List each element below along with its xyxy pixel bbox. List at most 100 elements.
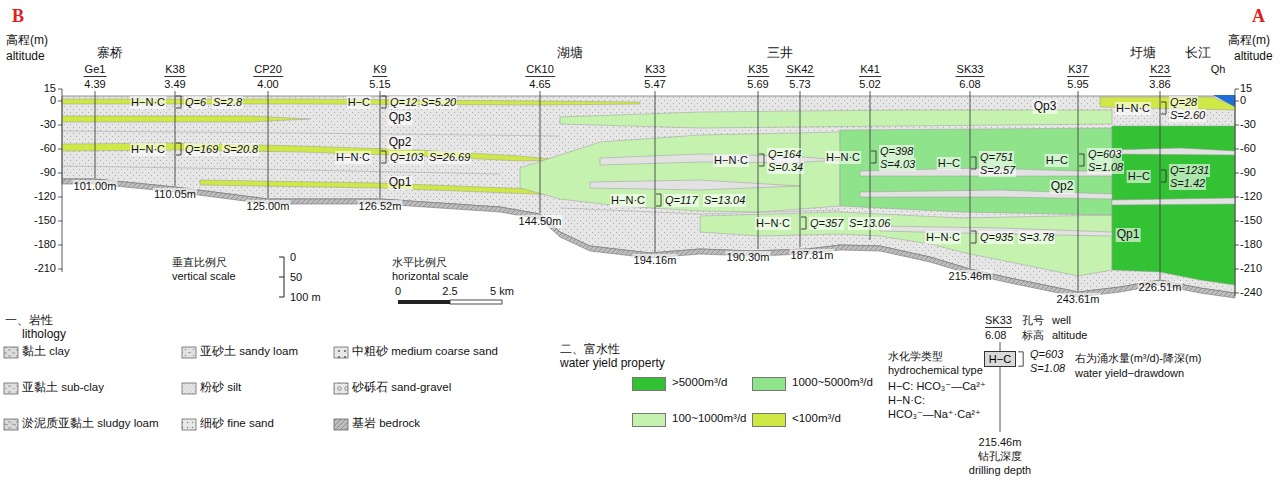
key-text: H−C: HCO₃⁻—Ca²⁺ <box>888 380 986 393</box>
axis-tick: -30 <box>1240 118 1256 131</box>
axis-tick: 0 <box>50 94 56 107</box>
axis-tick-mark <box>58 197 62 198</box>
stratum-label: Qp3 <box>388 111 413 125</box>
well-elevation: 5.73 <box>789 78 810 91</box>
axis-tick: -60 <box>1240 142 1256 155</box>
screen-bracket <box>971 157 976 169</box>
lithology-swatch <box>334 383 348 394</box>
key-text: 孔号 <box>1022 314 1044 327</box>
axis-tick: -240 <box>1240 286 1262 299</box>
key-text: 标高 <box>1022 329 1044 342</box>
water-yield-drawdown: S=1.08 <box>1087 161 1124 174</box>
well-name: CP20 <box>253 63 283 77</box>
key-text: SK33 <box>985 314 1012 328</box>
axis-tick: -150 <box>1240 214 1262 227</box>
well-name: K37 <box>1067 63 1089 77</box>
well-line <box>655 91 656 252</box>
layer-line <box>62 131 560 136</box>
scale-label: 垂直比例尺 <box>172 256 227 269</box>
axis-tick: -120 <box>1240 190 1262 203</box>
axis-tick-mark <box>58 149 62 150</box>
water-yield-drawdown: S=2.60 <box>1169 109 1206 122</box>
axis-tick-mark <box>58 221 62 222</box>
layer-line <box>62 166 500 174</box>
clay-lens <box>1112 198 1235 205</box>
legend-swatch <box>632 377 666 391</box>
stratum-label: Qp3 <box>1033 100 1058 114</box>
screen-bracket <box>1161 102 1166 114</box>
water-yield-drawdown: Q=6 <box>184 96 207 109</box>
place-name: 长江 <box>1185 46 1211 61</box>
legend-heading: water yield property <box>560 357 665 371</box>
hydrochemical-type: H−N·C <box>610 194 646 207</box>
legend-text: 黏土 clay <box>22 345 70 359</box>
drilling-depth: 101.00m <box>73 180 118 193</box>
stratum-label: Qp2 <box>388 136 413 150</box>
water-yield-drawdown: Q=603 <box>1087 148 1122 161</box>
stratum-label: Qp2 <box>1050 180 1075 194</box>
water-yield-drawdown: S=2.57 <box>979 164 1016 177</box>
aquifer-body <box>700 212 1112 276</box>
drilling-depth: 144.50m <box>518 215 563 228</box>
axis-tick: -150 <box>34 214 56 227</box>
well-elevation: 4.65 <box>529 78 550 91</box>
legend-heading: 一、岩性 <box>5 314 53 328</box>
well-name: K9 <box>372 63 387 77</box>
box-text: H−C <box>989 352 1011 366</box>
key-text: 水化学类型 <box>888 350 943 363</box>
axis-tick-mark <box>1235 101 1239 102</box>
water-yield-drawdown: S=3.78 <box>1018 231 1055 244</box>
screen-bracket <box>759 154 764 166</box>
water-yield-drawdown: S=0.34 <box>767 161 804 174</box>
water-yield-drawdown: S=13.04 <box>703 194 746 207</box>
aquifer-body <box>560 110 1112 128</box>
river-symbol <box>1213 95 1235 107</box>
axis-tick: -60 <box>40 142 56 155</box>
water-yield-drawdown: Q=935 <box>979 231 1014 244</box>
well-name: CK10 <box>525 63 555 77</box>
well-elevation: 4.00 <box>257 78 278 91</box>
scale-bar <box>450 300 502 304</box>
screen-bracket <box>381 151 386 163</box>
lithology-swatch <box>334 347 348 358</box>
scale-label: 0 <box>290 251 296 264</box>
well-elevation: 5.15 <box>369 78 390 91</box>
drilling-depth: 110.05m <box>153 188 197 201</box>
water-yield-drawdown: S=20.8 <box>222 143 259 156</box>
axis-line <box>62 89 63 272</box>
legend-heading: 二、富水性 <box>560 343 620 357</box>
axis-tick: 15 <box>1240 82 1252 95</box>
hydrochemical-type: H−N·C <box>925 231 961 244</box>
drilling-depth: 215.46m <box>948 270 993 283</box>
axis-tick-mark <box>58 245 62 246</box>
axis-tick-mark <box>1235 221 1239 222</box>
key-text: H−N·C: <box>888 394 925 407</box>
section-end-letter: B <box>12 6 24 27</box>
well-line <box>95 91 96 178</box>
well-elevation: 5.69 <box>747 78 768 91</box>
water-yield-drawdown: S=1.42 <box>1169 177 1206 190</box>
well-line <box>1160 91 1161 279</box>
scale-label: 100 m <box>290 291 321 304</box>
axis-tick: -180 <box>1240 238 1262 251</box>
legend-swatch <box>632 413 666 427</box>
lithology-swatch <box>334 419 348 430</box>
axis-tick: -90 <box>1240 166 1256 179</box>
axis-tick-mark <box>58 101 62 102</box>
lithology-swatch <box>182 383 196 394</box>
lithology-swatch <box>4 347 18 358</box>
legend-text: 中粗砂 medium coarse sand <box>352 345 498 359</box>
hydrochemical-type: H−N·C <box>130 96 166 109</box>
lithology-swatch <box>4 383 18 394</box>
screen-bracket <box>176 143 181 155</box>
water-yield-drawdown: Q=28 <box>1169 96 1198 109</box>
legend-text: <100m³/d <box>792 412 841 426</box>
axis-tick-mark <box>58 269 62 270</box>
water-yield-drawdown: Q=169 <box>184 143 219 156</box>
layer-line <box>560 208 840 214</box>
well-line <box>380 91 381 198</box>
scale-label: 2.5 <box>442 285 457 298</box>
aquifer-body <box>520 132 840 212</box>
water-yield-drawdown: S=4.03 <box>879 158 916 171</box>
hydrochemical-type: H−N·C <box>1115 102 1151 115</box>
